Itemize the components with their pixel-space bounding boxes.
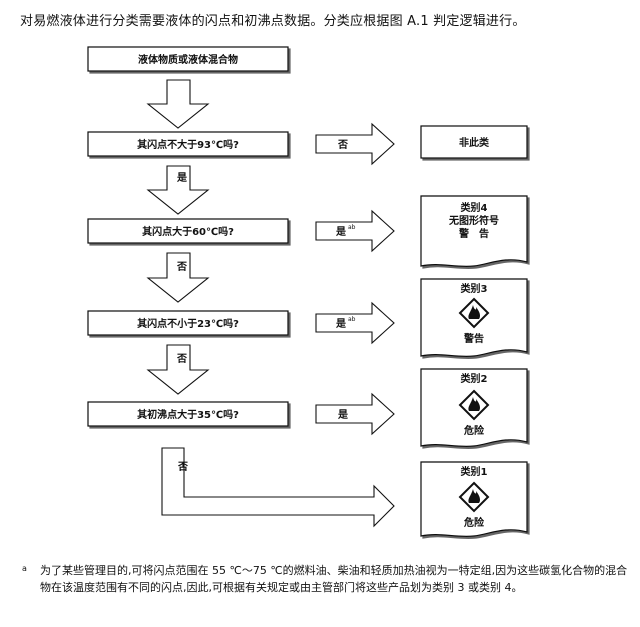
category-3-label: 类别3 (461, 282, 488, 295)
right-arrow-3: 是 ab (315, 301, 395, 345)
start-box: 液体物质或液体混合物 (87, 46, 289, 72)
category-2-label: 类别2 (461, 372, 488, 385)
right-arrow-2-footnote-mark: ab (348, 224, 356, 231)
result-box-category-1: 类别1 危险 (420, 461, 528, 538)
l-arrow-to-category-1: 否 (161, 447, 395, 528)
down-arrow-2-label: 是 (176, 172, 187, 184)
decision-box-1-label: 其闪点不大于93℃吗? (137, 138, 239, 151)
footnote-text: 为了某些管理目的,可将闪点范围在 55 ℃～75 ℃的燃料油、柴油和轻质加热油视… (40, 564, 628, 594)
footnote-mark: a (22, 564, 27, 573)
decision-box-2: 其闪点大于60℃吗? (87, 218, 289, 244)
result-box-category-2: 类别2 危险 (420, 368, 528, 448)
right-arrow-1-label: 否 (337, 139, 348, 151)
decision-box-3: 其闪点不小于23℃吗? (87, 310, 289, 336)
result-label-not-classified: 非此类 (459, 136, 489, 149)
right-arrow-3-footnote-mark: ab (348, 316, 356, 323)
l-arrow-label: 否 (177, 461, 188, 473)
decision-box-4-label: 其初沸点大于35℃吗? (137, 408, 239, 421)
category-1-signal-word: 危险 (464, 516, 485, 529)
right-arrow-1: 否 (315, 122, 395, 166)
right-arrow-2: 是 ab (315, 209, 395, 253)
category-2-signal-word: 危险 (464, 424, 485, 437)
intro-text: 对易燃液体进行分类需要液体的闪点和初沸点数据。分类应根据图 A.1 判定逻辑进行… (20, 14, 526, 29)
down-arrow-3: 否 (146, 252, 210, 303)
flame-icon (458, 481, 490, 513)
decision-box-1: 其闪点不大于93℃吗? (87, 131, 289, 157)
flame-icon (458, 389, 490, 421)
down-arrow-4: 否 (146, 344, 210, 395)
category-1-label: 类别1 (461, 465, 488, 478)
right-arrow-4: 是 (315, 392, 395, 436)
decision-box-2-label: 其闪点大于60℃吗? (142, 225, 234, 238)
result-box-category-3: 类别3 警告 (420, 278, 528, 358)
category-3-signal-word: 警告 (463, 332, 484, 345)
category-4-signal-word: 警 告 (458, 227, 489, 240)
down-arrow-2: 是 (146, 165, 210, 215)
right-arrow-2-label: 是 (335, 226, 346, 238)
down-arrow-3-label: 否 (176, 261, 187, 273)
decision-box-3-label: 其闪点不小于23℃吗? (137, 317, 239, 330)
footnote: a 为了某些管理目的,可将闪点范围在 55 ℃～75 ℃的燃料油、柴油和轻质加热… (22, 562, 628, 596)
category-4-symbol-note: 无图形符号 (448, 214, 499, 227)
down-arrow-4-label: 否 (176, 353, 187, 365)
category-4-label: 类别4 (461, 201, 488, 214)
result-box-not-classified: 非此类 (420, 125, 528, 159)
right-arrow-4-label: 是 (337, 409, 348, 421)
classification-flowchart: 液体物质或液体混合物 其闪点不大于93℃吗? 其闪点大于60℃吗? 其闪点不小于… (87, 46, 528, 538)
decision-box-4: 其初沸点大于35℃吗? (87, 401, 289, 427)
right-arrow-3-label: 是 (335, 318, 346, 330)
start-box-label: 液体物质或液体混合物 (138, 53, 238, 66)
flame-icon (458, 297, 490, 329)
result-box-category-4: 类别4 无图形符号 警 告 (420, 195, 528, 268)
down-arrow-1 (146, 79, 210, 129)
